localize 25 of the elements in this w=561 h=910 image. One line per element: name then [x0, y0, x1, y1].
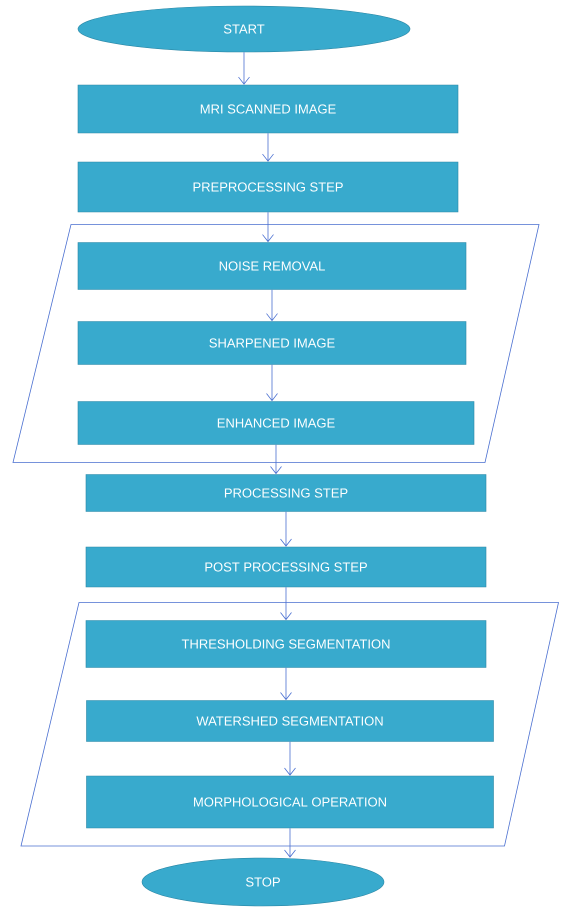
- process-box: SHARPENED IMAGE: [78, 321, 466, 365]
- group-parallelogram: [12, 224, 540, 463]
- arrow: [266, 364, 278, 402]
- arrow: [284, 828, 296, 858]
- arrow: [280, 586, 292, 620]
- arrow: [266, 289, 278, 322]
- arrow: [262, 212, 274, 242]
- process-box: NOISE REMOVAL: [78, 242, 466, 290]
- process-box: POST PROCESSING STEP: [86, 546, 486, 588]
- process-box: PREPROCESSING STEP: [78, 162, 458, 212]
- process-box: MRI SCANNED IMAGE: [78, 84, 458, 134]
- process-box: THRESHOLDING SEGMENTATION: [86, 620, 486, 668]
- process-box: PROCESSING STEP: [86, 474, 486, 512]
- process-box: WATERSHED SEGMENTATION: [86, 700, 494, 742]
- terminal-oval: START: [78, 6, 410, 52]
- arrow: [238, 52, 250, 85]
- process-box: MORPHOLOGICAL OPERATION: [86, 776, 494, 828]
- arrow: [270, 444, 282, 474]
- arrow: [280, 667, 292, 700]
- arrow: [280, 511, 292, 547]
- arrow: [284, 741, 296, 776]
- process-box: ENHANCED IMAGE: [78, 401, 474, 445]
- group-parallelogram: [20, 602, 559, 846]
- arrow: [262, 132, 274, 162]
- terminal-oval: STOP: [142, 858, 384, 906]
